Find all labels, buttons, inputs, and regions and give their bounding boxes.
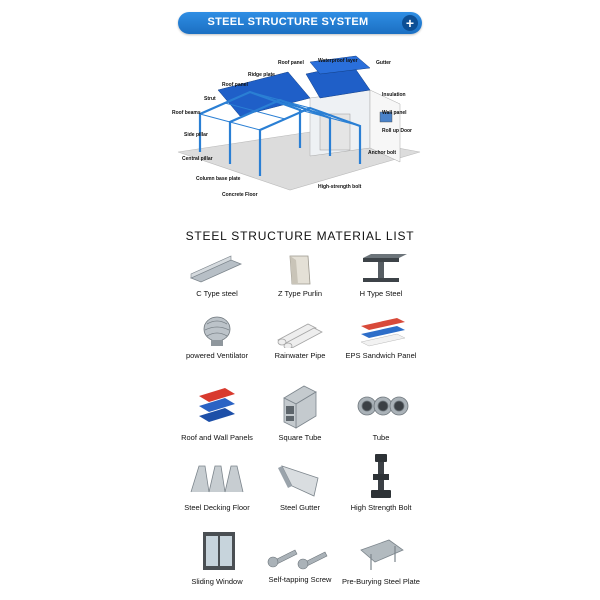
- material-item: H Type Steel: [326, 254, 436, 298]
- label-roll-up-door: Roll up Door: [382, 128, 412, 134]
- material-item: Square Tube: [245, 382, 355, 442]
- label-central-pillar: Central pillar: [182, 156, 213, 162]
- steel-structure-diagram: Roof panel Waterproof layer Gutter Ridge…: [170, 52, 430, 202]
- bolt-icon: [371, 454, 391, 498]
- label-insulation: Insulation: [382, 92, 406, 98]
- material-item: Steel Decking Floor: [162, 458, 272, 512]
- label-wall-panel: Wall panel: [382, 110, 407, 116]
- label-roof-panel-top: Roof panel: [278, 60, 304, 66]
- material-label: H Type Steel: [359, 289, 403, 298]
- material-item: Steel Gutter: [245, 458, 355, 512]
- label-anchor-bolt: Anchor bolt: [368, 150, 397, 156]
- material-item: powered Ventilator: [162, 314, 272, 360]
- label-high-strength-bolt: High-strength bolt: [318, 184, 362, 190]
- label-column-base-plate: Column base plate: [196, 176, 241, 182]
- ventilator-icon: [203, 316, 231, 346]
- plus-icon[interactable]: +: [402, 15, 418, 31]
- material-label: Z Type Purlin: [277, 289, 323, 298]
- material-list-title: STEEL STRUCTURE MATERIAL LIST: [185, 229, 415, 243]
- c-type-steel-icon: [189, 255, 243, 283]
- sliding-window-icon: [203, 532, 235, 570]
- material-label: C Type steel: [196, 289, 238, 298]
- material-item: High Strength Bolt: [326, 452, 436, 512]
- material-label: powered Ventilator: [185, 351, 249, 360]
- z-type-purlin-icon: [289, 255, 311, 285]
- material-label: High Strength Bolt: [350, 503, 412, 512]
- material-label: EPS Sandwich Panel: [345, 351, 417, 360]
- decking-floor-icon: [190, 465, 244, 493]
- material-label: Steel Decking Floor: [184, 503, 250, 512]
- building-illustration: [177, 55, 421, 191]
- label-roof-panel: Roof panel: [222, 82, 248, 88]
- material-item: Tube: [326, 384, 436, 442]
- material-label: Roof and Wall Panels: [181, 433, 253, 442]
- material-item: Z Type Purlin: [245, 254, 355, 298]
- label-roof-beams: Roof beams: [172, 110, 201, 116]
- label-concrete-floor: Concrete Floor: [222, 192, 258, 198]
- material-item: C Type steel: [162, 254, 272, 298]
- material-label: Rainwater Pipe: [274, 351, 326, 360]
- material-item: Roof and Wall Panels: [162, 384, 272, 442]
- material-label: Tube: [372, 433, 390, 442]
- material-label: Sliding Window: [191, 577, 243, 586]
- material-item: EPS Sandwich Panel: [326, 316, 436, 360]
- material-label: Self-tapping Screw: [268, 575, 332, 584]
- h-type-steel-icon: [363, 254, 407, 282]
- section-banner: STEEL STRUCTURE SYSTEM +: [178, 12, 422, 34]
- material-item: Rainwater Pipe: [245, 318, 355, 360]
- banner-title: STEEL STRUCTURE SYSTEM: [207, 16, 369, 28]
- material-item: Self-tapping Screw: [245, 540, 355, 584]
- roof-wall-panels-icon: [199, 388, 235, 422]
- material-label: Square Tube: [278, 433, 322, 442]
- material-label: Pre-Burying Steel Plate: [342, 577, 420, 586]
- square-tube-icon: [283, 385, 317, 429]
- rainwater-pipe-icon: [277, 323, 323, 348]
- tube-icon: [357, 396, 409, 416]
- label-waterproof-layer: Waterproof layer: [318, 58, 358, 64]
- steel-plate-icon: [360, 539, 404, 570]
- steel-gutter-icon: [278, 465, 319, 497]
- label-strut: Strut: [204, 96, 216, 102]
- material-item: Pre-Burying Steel Plate: [326, 536, 436, 586]
- material-item: Sliding Window: [162, 528, 272, 586]
- material-label: Steel Gutter: [279, 503, 321, 512]
- label-gutter: Gutter: [376, 60, 391, 66]
- label-side-pillar: Side pillar: [184, 132, 208, 138]
- sandwich-panel-icon: [360, 318, 406, 347]
- screw-icon: [267, 549, 328, 570]
- label-ridge-plate: Ridge plate: [248, 72, 275, 78]
